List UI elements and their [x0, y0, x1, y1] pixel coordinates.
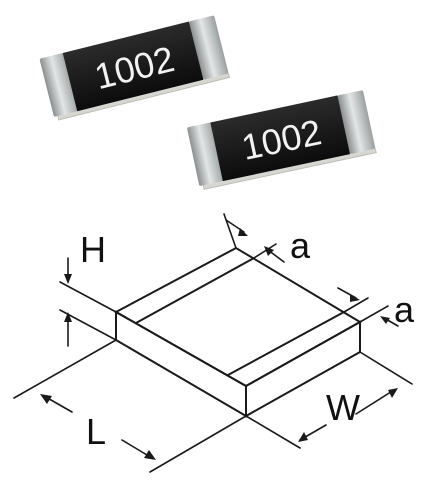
chip-1-left-termination	[39, 52, 79, 117]
a-side-extension-left	[343, 297, 369, 313]
chip-photo-2: 1002	[187, 90, 377, 190]
w-arrow-right-head	[388, 388, 398, 398]
label-h: H	[80, 229, 106, 270]
label-l: L	[86, 411, 106, 452]
a-top-extension-right	[253, 243, 277, 259]
chip-1-right-termination	[189, 15, 229, 80]
a-top-arrow-1-head	[238, 228, 248, 236]
a-top-extension-left	[223, 213, 237, 249]
termination-line-right	[227, 311, 345, 376]
box-top-face	[113, 246, 362, 388]
l-arrow-left-head	[40, 394, 52, 404]
l-extension-right	[149, 415, 247, 473]
chip-2-body	[210, 95, 351, 182]
a-side-arrow-2-head	[380, 316, 390, 324]
h-extension-bottom	[59, 309, 117, 341]
w-arrow-right-shaft	[355, 389, 395, 415]
h-arrow-top-head	[64, 274, 72, 284]
termination-line-left	[135, 257, 255, 324]
chip-photo-1: 1002	[39, 15, 231, 121]
label-w: W	[326, 387, 360, 428]
l-arrow-right-head	[144, 450, 156, 460]
label-a-side: a	[394, 289, 415, 330]
l-extension-left	[13, 339, 117, 399]
label-a-top: a	[290, 225, 311, 266]
h-arrow-bottom-head	[64, 312, 72, 322]
box-front-face	[115, 310, 247, 418]
a-side-arrow-1-head	[350, 294, 360, 302]
a-top-arrow-2-head	[264, 246, 274, 256]
w-extension-left	[245, 415, 301, 449]
chip-2-right-termination	[337, 90, 376, 154]
w-extension-right	[359, 351, 413, 385]
w-arrow-left-head	[298, 432, 308, 442]
chip-1-body	[62, 21, 204, 112]
a-side-extension-right	[359, 305, 389, 323]
h-extension-top	[59, 281, 117, 313]
dimension-drawing: H L W a a	[13, 213, 415, 473]
